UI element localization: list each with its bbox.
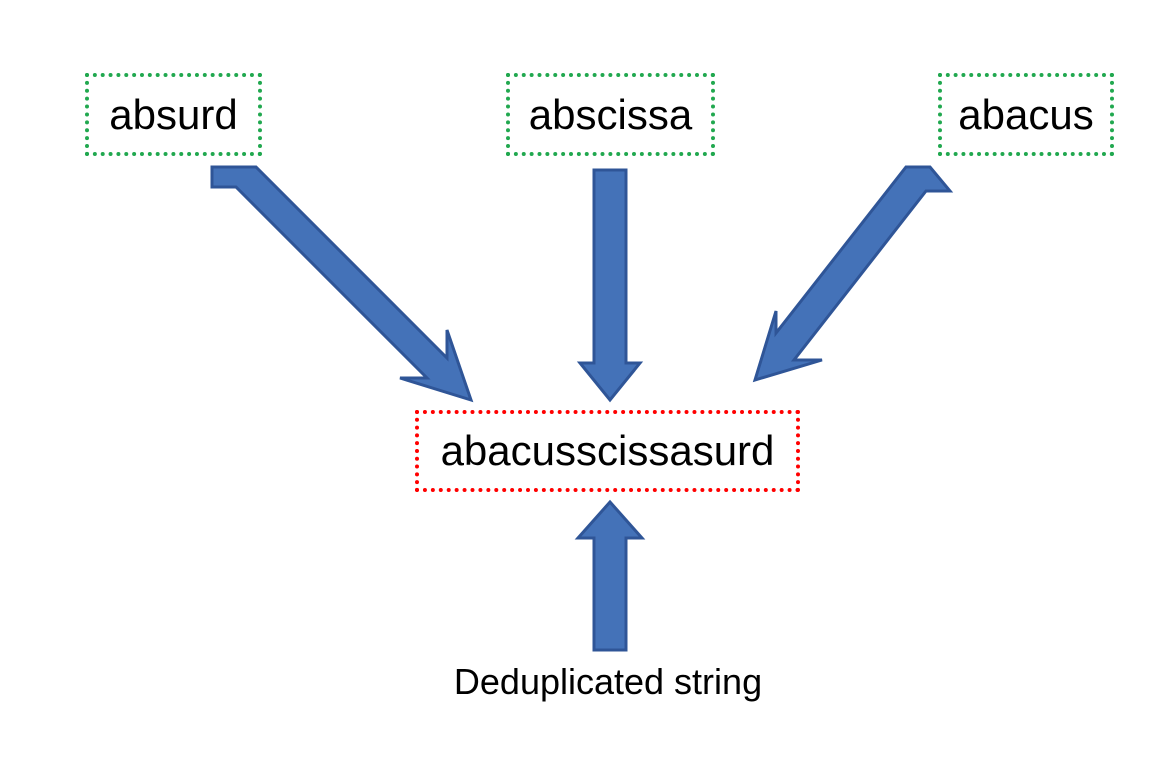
- arrow-abscissa-to-result: [576, 168, 644, 403]
- source-node-abscissa-label: abscissa: [528, 90, 693, 138]
- arrow-caption-to-result: [574, 499, 646, 652]
- source-node-abacus-label: abacus: [958, 90, 1094, 138]
- source-node-abscissa[interactable]: abscissa: [506, 73, 715, 156]
- source-node-absurd-label: absurd: [109, 90, 238, 138]
- caption-label: Deduplicated string: [453, 661, 763, 702]
- result-node-label: abacusscissasurd: [440, 427, 775, 474]
- arrow-abacus-to-result: [752, 165, 954, 383]
- source-node-abacus[interactable]: abacus: [938, 73, 1114, 156]
- source-node-absurd[interactable]: absurd: [85, 73, 262, 156]
- arrow-absurd-to-result: [210, 165, 474, 403]
- result-node-deduplicated-string[interactable]: abacusscissasurd: [415, 410, 800, 492]
- caption-deduplicated-string: Deduplicated string: [420, 655, 796, 709]
